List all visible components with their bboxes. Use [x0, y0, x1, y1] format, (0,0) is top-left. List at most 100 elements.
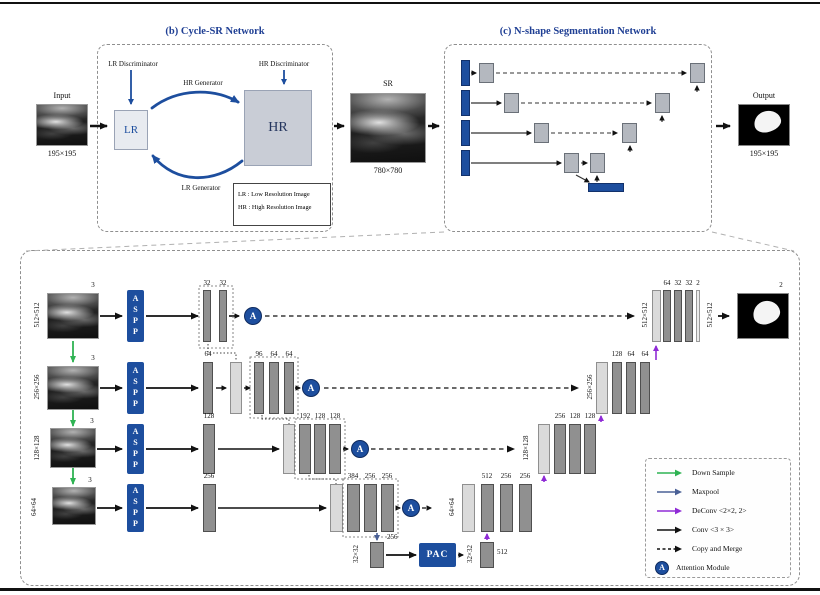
row2-enc-bar	[269, 362, 279, 414]
row2-dec-ch-label: 64	[641, 350, 649, 358]
row3-dec-ch-label: 128	[584, 412, 596, 420]
input-label: Input	[53, 91, 71, 100]
row4-dec-bar	[519, 484, 532, 532]
zoom-connector-right	[711, 231, 795, 252]
mini-decoder-block	[655, 93, 670, 113]
row1-enc-bar	[219, 290, 227, 342]
row3-dec-ch-label: 128	[569, 412, 581, 420]
row2-dec-ch-label: 128	[611, 350, 623, 358]
legend-label: Attention Module	[676, 563, 730, 572]
row3-attention-module: A	[351, 440, 369, 458]
row1-dec-bar	[685, 290, 693, 342]
row1-output-ch-label: 2	[779, 281, 783, 289]
row2-dec-bar	[612, 362, 622, 414]
row1-dec-ch-label: 64	[663, 279, 671, 287]
row2-enc-bar	[284, 362, 294, 414]
output-label: Output	[752, 91, 776, 100]
row1-enc-ch-label: 32	[219, 279, 227, 287]
row4-aspp-block: ASPP	[127, 484, 144, 532]
row2-channel-label: 3	[91, 354, 95, 362]
bottleneck-dec-scale-label: 32×32	[465, 545, 474, 564]
mini-decoder-block	[590, 153, 605, 173]
row3-enc-ch-label: 128	[314, 412, 326, 420]
hr-discriminator-label: HR Discriminator	[258, 60, 310, 68]
row4-enc-ch-label: 384	[347, 472, 359, 480]
mini-input-bar	[461, 120, 470, 146]
row4-enc-ch-label: 256	[203, 472, 215, 480]
legend-label: DeConv <2×2, 2>	[692, 506, 747, 515]
row1-dec-ch-label: 32	[685, 279, 693, 287]
hr-block: HR	[244, 90, 312, 166]
row4-dec-merge-bar	[462, 484, 475, 532]
row3-dec-bar	[584, 424, 596, 474]
row1-input-image	[47, 293, 99, 339]
note-line-hr: HR : High Resolution Image	[238, 204, 312, 212]
row4-dec-bar	[481, 484, 494, 532]
sr-label: SR	[383, 79, 393, 88]
legend-item-conv: Conv <3 × 3>	[646, 520, 790, 539]
row4-enc-bar	[364, 484, 377, 532]
row4-dec-ch-label: 256	[519, 472, 531, 480]
row3-scale-label: 128×128	[32, 435, 41, 461]
row4-enc-ch-label: 256	[364, 472, 376, 480]
row1-dec-merge-bar	[652, 290, 661, 342]
row1-dec-scale-label-right: 512×512	[705, 302, 714, 328]
output-mask-image	[738, 104, 790, 146]
row2-enc-ch-label: 64	[270, 350, 278, 358]
hr-generator-label: HR Generator	[183, 79, 223, 87]
row4-enc-bar	[203, 484, 216, 532]
zoom-connector-left	[25, 231, 445, 252]
mini-input-bar	[461, 150, 470, 176]
row2-scale-label: 256×256	[32, 374, 41, 400]
row3-enc-bar	[299, 424, 311, 474]
input-ultrasound-image	[36, 104, 88, 146]
row1-dec-ch-label: 2	[696, 279, 700, 287]
lr-generator-label: LR Generator	[181, 184, 221, 192]
bottleneck-dec-ch-label: 512	[497, 548, 508, 556]
deconv-arrow-icon	[657, 507, 682, 514]
row3-enc-ch-label: 128	[329, 412, 341, 420]
row2-attention-module: A	[302, 379, 320, 397]
row2-input-image	[47, 366, 99, 410]
row4-enc-bar	[381, 484, 394, 532]
row2-dec-bar	[626, 362, 636, 414]
row4-attention-module: A	[402, 499, 420, 517]
legend-label: Maxpool	[692, 487, 720, 496]
legend-label: Down Sample	[692, 468, 735, 477]
row4-scale-label: 64×64	[29, 498, 38, 517]
legend-item-attention: A Attention Module	[646, 558, 790, 577]
mini-encoder-block	[504, 93, 519, 113]
input-size-label: 195×195	[47, 149, 77, 158]
row3-enc-ch-label: 128	[203, 412, 215, 420]
mini-decoder-block	[622, 123, 637, 143]
row2-enc-ch-label: 96	[255, 350, 263, 358]
legend-item-maxpool: Maxpool	[646, 482, 790, 501]
row2-dec-bar	[640, 362, 650, 414]
legend: Down Sample Maxpool DeConv <2×2, 2> Conv…	[645, 458, 791, 578]
row4-dec-ch-label: 512	[481, 472, 493, 480]
mini-bottleneck-bar	[588, 183, 624, 192]
row3-merge-bar	[283, 424, 295, 474]
row3-channel-label: 3	[90, 417, 94, 425]
legend-item-deconv: DeConv <2×2, 2>	[646, 501, 790, 520]
row1-attention-module: A	[244, 307, 262, 325]
row1-enc-bar	[203, 290, 211, 342]
row1-dec-ch-label: 32	[674, 279, 682, 287]
row4-enc-bar	[347, 484, 360, 532]
row3-dec-ch-label: 256	[554, 412, 566, 420]
abbreviation-note-box: LR : Low Resolution Image HR : High Reso…	[233, 183, 331, 226]
row4-input-image	[52, 487, 96, 525]
legend-label: Copy and Merge	[692, 544, 743, 553]
row1-enc-ch-label: 32	[203, 279, 211, 287]
copy-merge-dashed-arrow-icon	[657, 545, 682, 552]
row2-enc-bar	[254, 362, 264, 414]
row3-dec-bar	[554, 424, 566, 474]
bottom-rule	[0, 588, 820, 591]
row2-dec-merge-bar	[596, 362, 608, 414]
row4-dec-bar	[500, 484, 513, 532]
pac-block: PAC	[419, 543, 456, 567]
row3-dec-merge-bar	[538, 424, 550, 474]
row3-input-image	[50, 428, 96, 468]
note-line-lr: LR : Low Resolution Image	[238, 191, 310, 198]
